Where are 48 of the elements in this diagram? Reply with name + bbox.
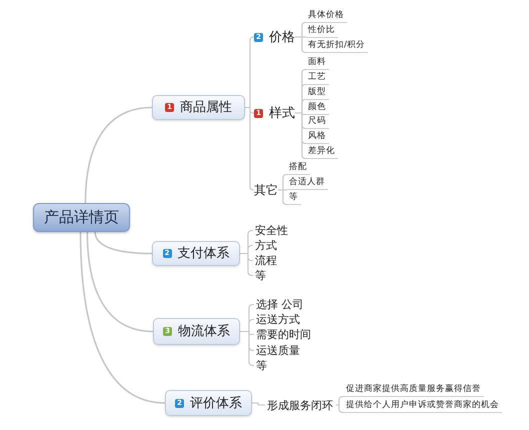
connector-line [84,106,152,204]
subtopic-label: 等 [253,268,269,283]
subtopic-label: 有无折扣/积分 [306,39,368,53]
connector-line [252,402,265,406]
subtopic-label: 性价比 [306,24,338,38]
connector-line [278,189,288,206]
subtopic-label: 合适人群 [287,176,328,190]
topic-label: 其它 [254,182,278,198]
topic-label: 物流体系 [178,325,230,338]
subtopic-label: 搭配 [287,161,310,175]
subtopic-label: 工艺 [306,71,329,85]
topic-box [152,95,245,120]
subtopic-label: 等 [254,358,270,373]
subtopic-label: 安全性 [253,223,291,238]
connector-line [240,252,253,276]
subtopic-label: 运送质量 [254,343,303,358]
connector-line [94,232,152,254]
topic-box [152,241,240,266]
subtopic-label: 面料 [306,56,329,70]
subtopic-label: 版型 [306,86,329,100]
subtopic-label: 差异化 [306,145,338,159]
subtopic-label: 颜色 [306,101,329,115]
connector-line [240,330,254,366]
subtopic-label: 具体价格 [306,9,347,23]
topic-label: 评价体系 [190,396,242,410]
subtopic-label: 风格 [306,130,329,144]
subtopic-label: 方式 [253,238,280,253]
connector-line [245,106,254,191]
connector-line [336,396,344,406]
topic-label: 样式 [269,106,295,120]
topic-label: 价格 [269,30,295,44]
topic-label: 支付体系 [178,247,230,260]
topic-box [153,318,240,345]
connector-line [336,404,344,414]
subtopic-label: 需要的时间 [254,327,314,342]
subtopic-label: 提供给个人用户申诉或赞誉商家的机会 [344,399,502,413]
subtopic-label: 选择 公司 [254,297,306,312]
subtopic-label: 尺码 [306,115,329,129]
subtopic-label: 形成服务闭环 [265,397,336,413]
connector-line [80,232,166,404]
subtopic-label: 等 [287,191,301,205]
subtopic-label: 促进商家提供高质量服务赢得信誉 [344,383,484,397]
topic-box [165,390,252,416]
topic-label: 商品属性 [180,101,232,114]
connector-line [86,232,154,332]
subtopic-label: 运送方式 [254,312,303,327]
subtopic-label: 流程 [253,253,280,268]
central-topic: 产品详情页 [33,203,130,232]
